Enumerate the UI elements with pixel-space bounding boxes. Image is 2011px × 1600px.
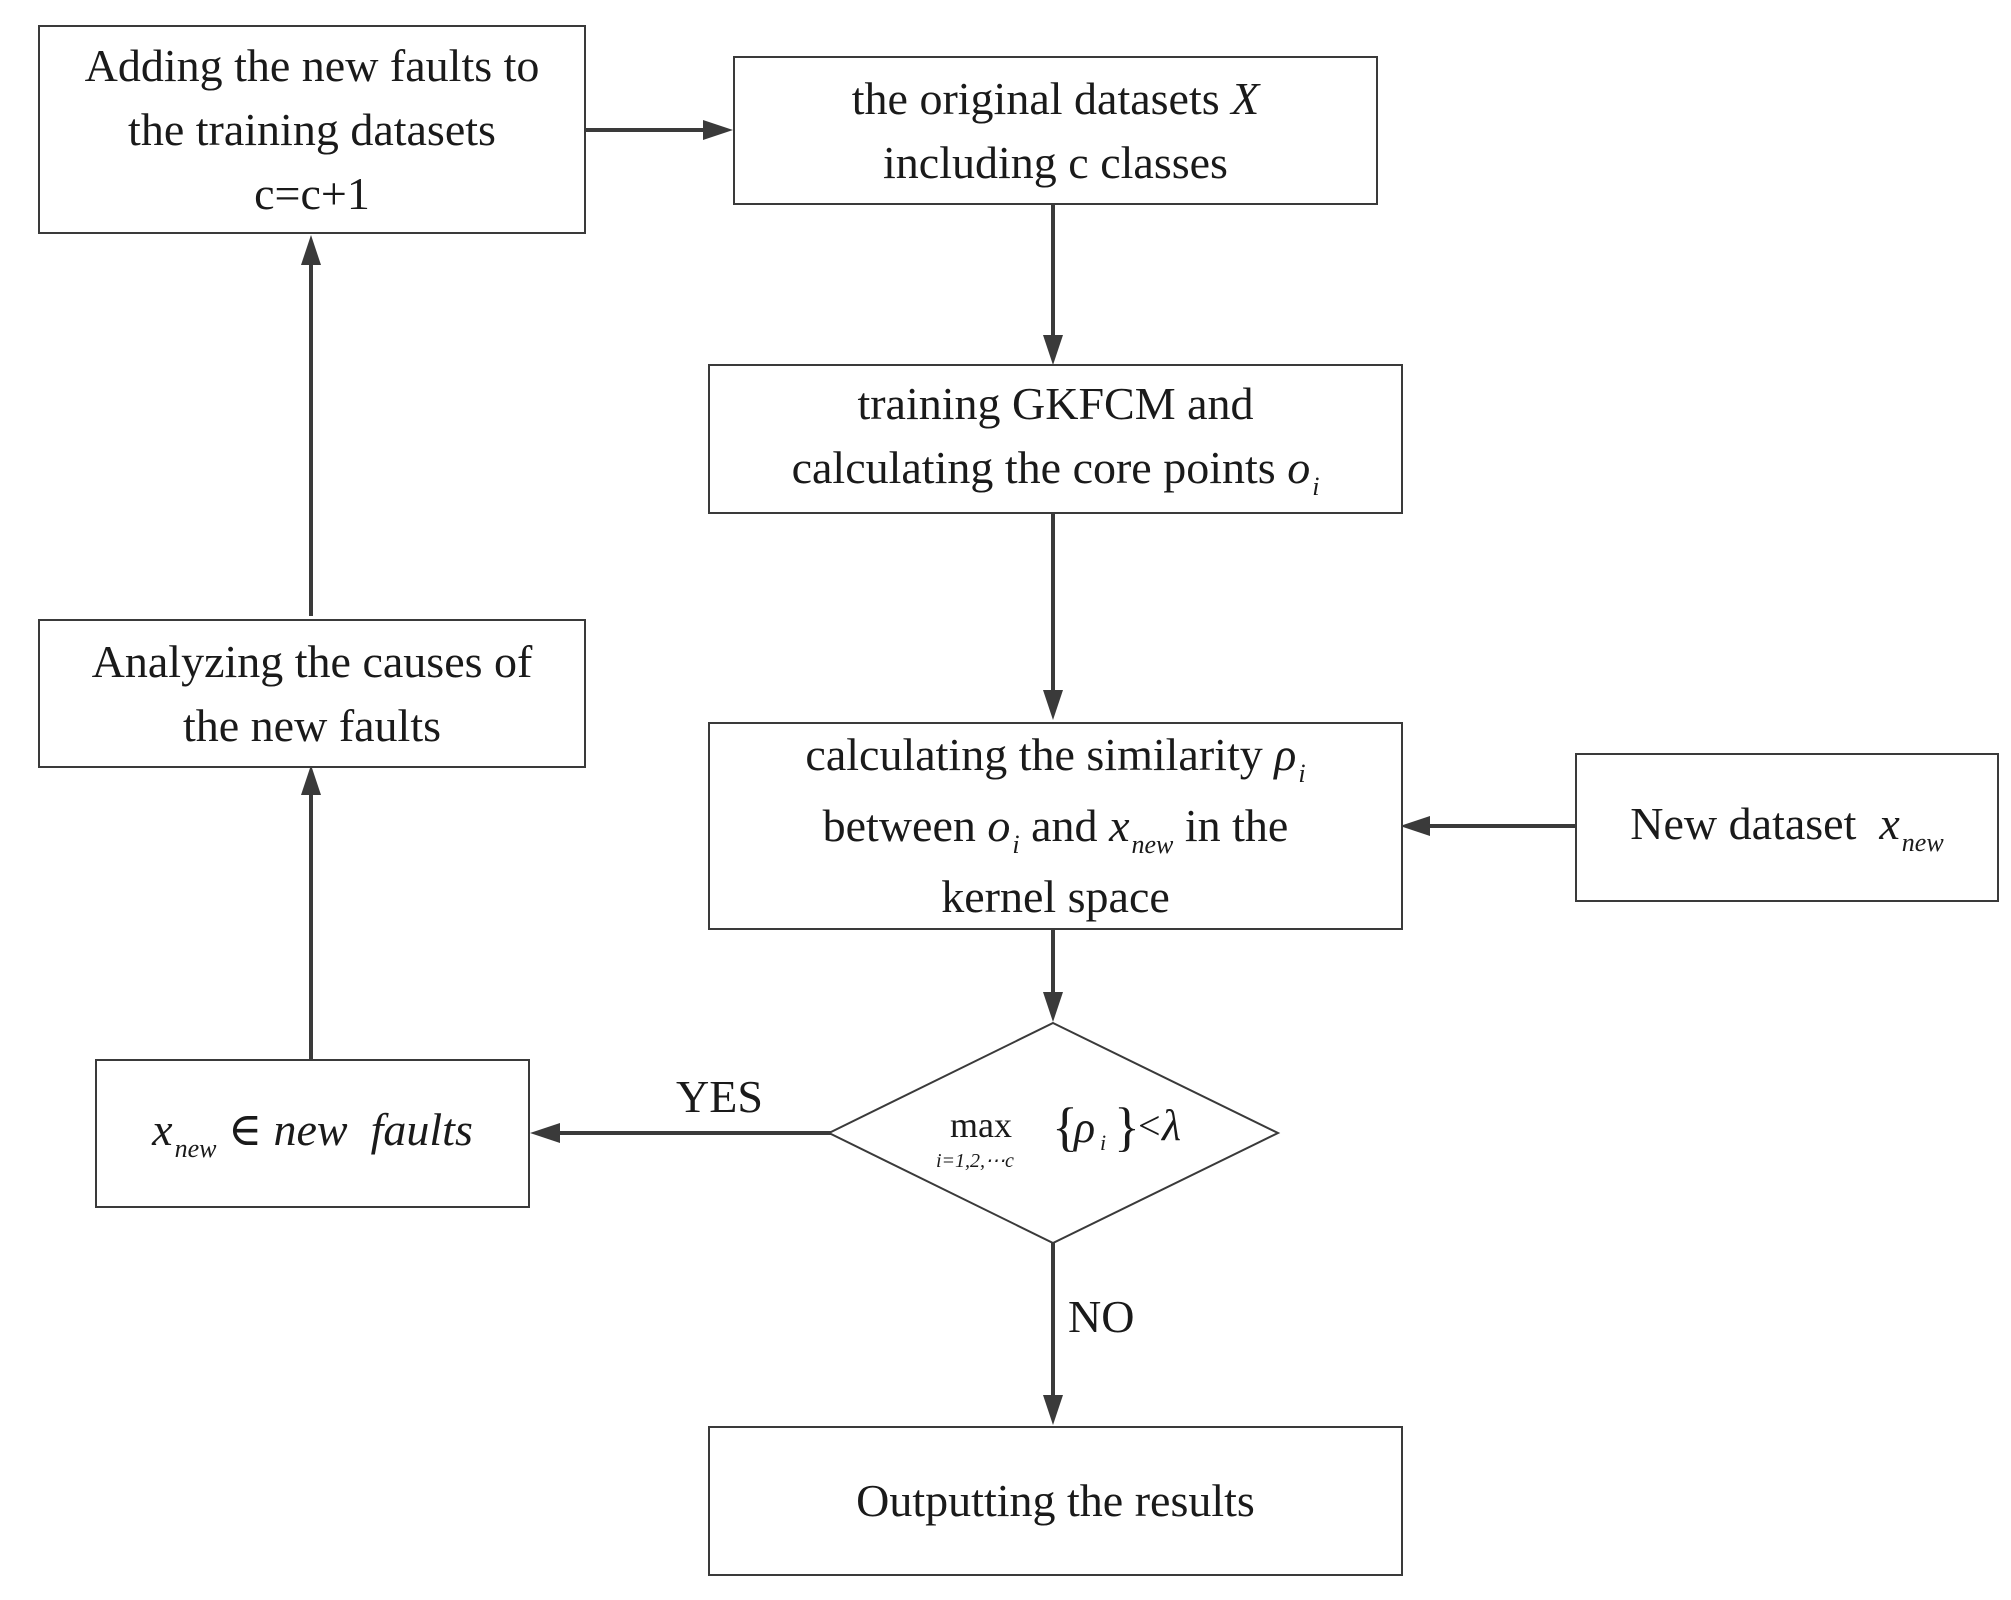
- dataset-symbol-X: X: [1231, 72, 1260, 124]
- rho-symbol: ρ: [1274, 729, 1297, 780]
- new-dataset-line: New dataset xnew: [1630, 792, 1943, 863]
- training-line-2-text: calculating the core points: [791, 441, 1288, 493]
- training-box: training GKFCM and calculating the core …: [708, 364, 1403, 514]
- original-line-2: including c classes: [883, 136, 1228, 188]
- analyze-line-2: the new faults: [182, 699, 442, 751]
- new-faults-x-symbol: x: [152, 1104, 173, 1155]
- decision-rho-subscript: i: [1100, 1130, 1107, 1155]
- x-subscript: new: [1131, 830, 1174, 859]
- add-faults-box: Adding the new faults to the training da…: [38, 25, 586, 234]
- similarity-line-1: calculating the similarity ρi: [805, 723, 1305, 794]
- similarity-box: calculating the similarity ρi between oi…: [708, 722, 1403, 930]
- element-of-symbol: ∈: [216, 1104, 274, 1155]
- decision-rho-symbol: ρ: [1074, 1103, 1096, 1152]
- training-line-2: calculating the core points oi: [792, 436, 1320, 507]
- original-line-1-text: the original datasets: [851, 72, 1232, 124]
- arrowhead-down: [1043, 690, 1063, 720]
- arrowhead-down: [1043, 1395, 1063, 1425]
- arrowhead-right: [703, 120, 733, 140]
- original-line-1: the original datasets X: [852, 67, 1260, 131]
- o-subscript: i: [1012, 830, 1020, 859]
- decision-diamond: [826, 1021, 1281, 1245]
- max-subscript: i=1,2,⋯c: [936, 1150, 1014, 1172]
- new-faults-expression: xnew ∈ new faults: [152, 1098, 473, 1169]
- similarity-and: and: [1019, 800, 1110, 851]
- arrowhead-left: [1400, 816, 1430, 836]
- new-faults-x-subscript: new: [174, 1134, 217, 1163]
- arrowhead-up: [301, 765, 321, 795]
- add-faults-line-3: c=c+1: [254, 167, 370, 219]
- add-faults-line-1: Adding the new faults to: [84, 39, 540, 91]
- similarity-line-3: kernel space: [941, 871, 1170, 922]
- yes-label: YES: [676, 1071, 763, 1122]
- new-dataset-symbol: x: [1879, 798, 1900, 849]
- core-point-subscript: i: [1312, 471, 1320, 501]
- lambda-symbol: λ: [1162, 1101, 1182, 1150]
- decision-condition: max i=1,2,⋯c { ρ i } < λ: [936, 1097, 1181, 1178]
- max-operator: max: [950, 1105, 1012, 1145]
- new-dataset-text: New dataset: [1630, 798, 1880, 849]
- arrowhead-up: [301, 235, 321, 265]
- output-results-label: Outputting the results: [856, 1475, 1255, 1526]
- analyze-line-1: Analyzing the causes of: [91, 635, 533, 687]
- new-dataset-box: New dataset xnew: [1575, 753, 1999, 902]
- similarity-in-the: in the: [1173, 800, 1289, 851]
- no-label: NO: [1068, 1291, 1135, 1342]
- arrowhead-left: [530, 1123, 560, 1143]
- less-than-symbol: <: [1138, 1103, 1161, 1148]
- output-results-box: Outputting the results: [708, 1426, 1403, 1576]
- rho-subscript: i: [1298, 759, 1306, 788]
- analyze-causes-box: Analyzing the causes of the new faults: [38, 619, 586, 768]
- arrowhead-down: [1043, 992, 1063, 1022]
- training-line-1: training GKFCM and: [857, 377, 1254, 429]
- new-dataset-subscript: new: [1901, 828, 1944, 857]
- o-symbol: o: [987, 800, 1011, 851]
- add-faults-line-2: the training datasets: [128, 103, 496, 155]
- left-brace: {: [1052, 1097, 1078, 1157]
- similarity-line-1-text: calculating the similarity: [805, 729, 1275, 780]
- x-symbol: x: [1109, 800, 1130, 851]
- similarity-between: between: [822, 800, 988, 851]
- new-faults-box: xnew ∈ new faults: [95, 1059, 530, 1208]
- original-datasets-box: the original datasets X including c clas…: [733, 56, 1378, 205]
- new-faults-text: new faults: [273, 1104, 473, 1155]
- right-brace: }: [1114, 1097, 1140, 1157]
- similarity-line-2: between oi and xnew in the: [823, 794, 1289, 865]
- arrowhead-down: [1043, 335, 1063, 365]
- core-point-symbol: o: [1287, 441, 1311, 493]
